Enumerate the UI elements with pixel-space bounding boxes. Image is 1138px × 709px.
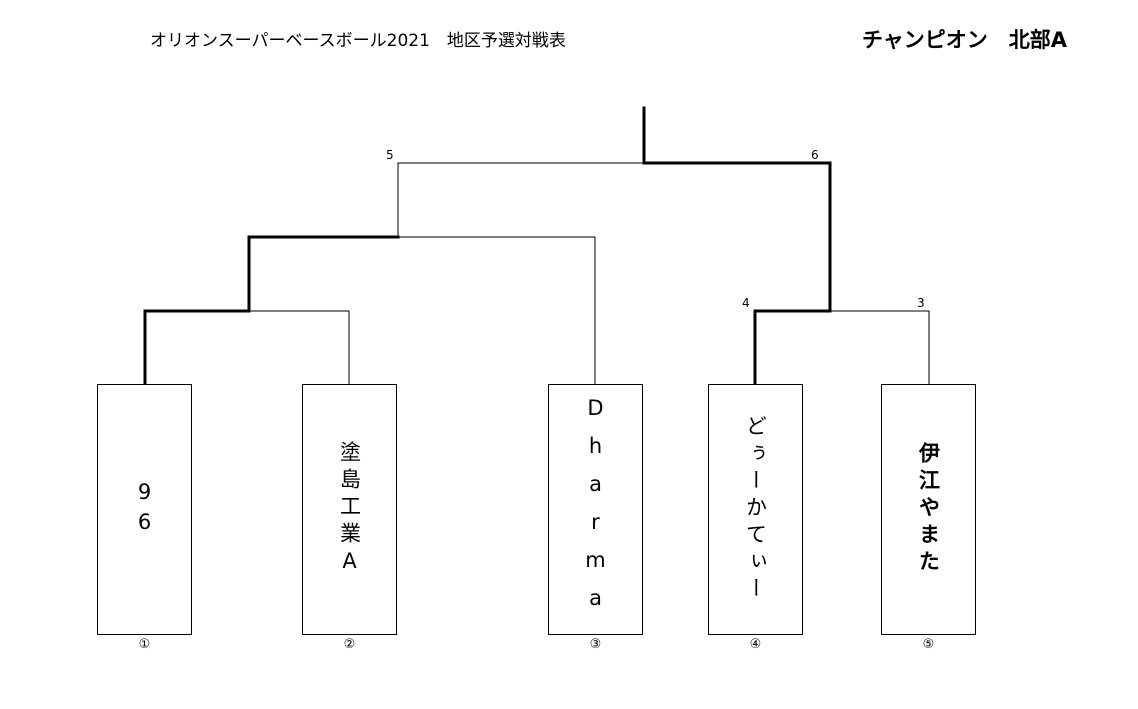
bracket-line-team4-advance	[753, 309, 832, 386]
team-name: 96	[132, 479, 157, 540]
bracket-line-match6-advance	[642, 161, 832, 313]
seed-label-1: ①	[138, 637, 151, 652]
team-name: Dharma	[583, 395, 608, 624]
team-box-4: どぅーかてぃー	[708, 384, 803, 635]
bracket-line-team3	[397, 236, 596, 385]
team-box-1: 96	[97, 384, 192, 635]
team-name: 塗島工業A	[337, 440, 362, 579]
bracket-line-team5	[829, 310, 930, 385]
seed-label-3: ③	[589, 637, 602, 652]
team-name: どぅーかてぃー	[743, 415, 768, 604]
team-box-2: 塗島工業A	[302, 384, 397, 635]
bracket-line-match5	[397, 162, 645, 238]
match-number-5: 5	[386, 148, 394, 162]
seed-label-5: ⑤	[922, 637, 935, 652]
page-title: オリオンスーパーベースボール2021 地区予選対戦表	[150, 31, 566, 51]
bracket-line-team1-advance	[143, 309, 251, 386]
match-number-4: 4	[742, 296, 750, 310]
match-number-3: 3	[917, 296, 925, 310]
team-box-3: Dharma	[548, 384, 643, 635]
seed-label-4: ④	[749, 637, 762, 652]
bracket-line-team2	[248, 310, 350, 385]
team-name: 伊江やまた	[916, 442, 941, 577]
match-number-6: 6	[811, 148, 819, 162]
champion-label: チャンピオン 北部A	[862, 28, 1068, 52]
team-box-5: 伊江やまた	[881, 384, 976, 635]
bracket-line-semi-left-advance	[247, 235, 400, 313]
seed-label-2: ②	[343, 637, 356, 652]
